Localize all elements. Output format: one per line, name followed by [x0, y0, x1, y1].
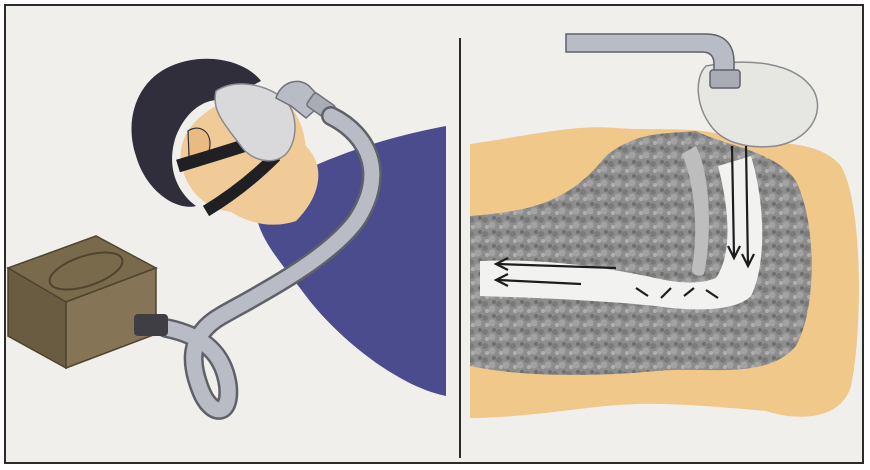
machine-air-outlet	[134, 314, 168, 336]
illustration-frame	[4, 4, 864, 464]
cpap-machine	[8, 236, 168, 368]
cpap-illustration	[6, 6, 862, 462]
right-panel	[470, 34, 859, 418]
cross-section-tube-collar	[710, 70, 740, 88]
left-panel	[8, 59, 446, 410]
